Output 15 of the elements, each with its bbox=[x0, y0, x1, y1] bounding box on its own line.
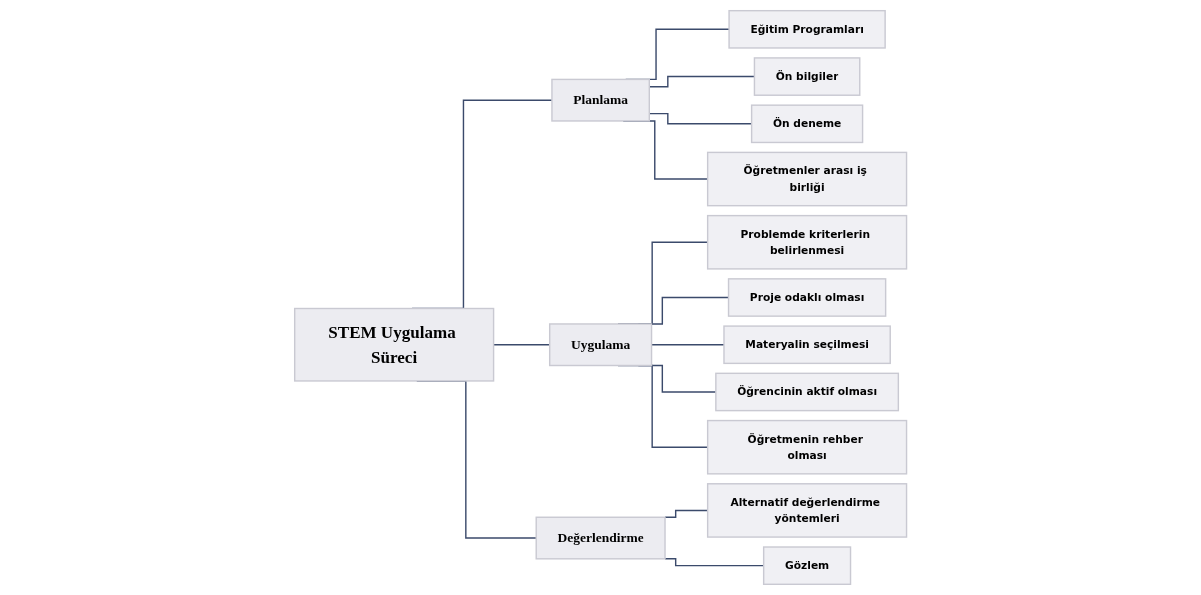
node-box: Ön bilgiler bbox=[753, 57, 861, 96]
node-box: Planlama bbox=[551, 78, 650, 122]
node-box: Uygulama bbox=[548, 323, 653, 367]
node-box: Problemde kriterlerin belirlenmesi bbox=[706, 214, 908, 270]
node-box: Eğitim Programları bbox=[728, 9, 886, 49]
node-box: Öğretmenin rehber olması bbox=[706, 419, 908, 475]
node-box: STEM Uygulama Süreci bbox=[293, 307, 495, 382]
node-box: Proje odaklı olması bbox=[727, 278, 887, 317]
node-box: Gözlem bbox=[762, 546, 852, 585]
node-box: Alternatif değerlendirme yöntemleri bbox=[706, 483, 908, 538]
node-box: Değerlendirme bbox=[535, 516, 666, 560]
node-box: Öğretmenler arası iş birliği bbox=[706, 151, 908, 207]
node-box: Ön deneme bbox=[750, 104, 864, 144]
node-box: Öğrencinin aktif olması bbox=[715, 372, 899, 412]
node-box: Materyalin seçilmesi bbox=[723, 325, 891, 365]
